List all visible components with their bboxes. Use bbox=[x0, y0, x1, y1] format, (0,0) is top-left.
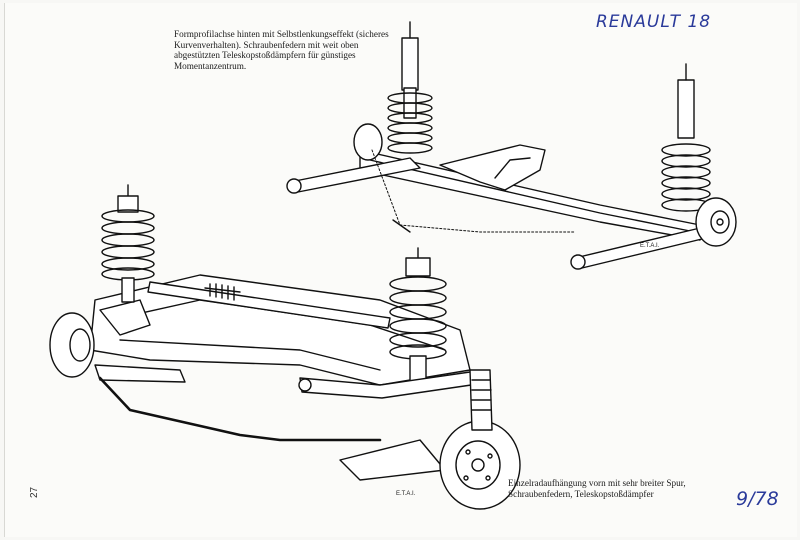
front-axle-caption: Einzelradaufhängung vorn mit sehr breite… bbox=[508, 478, 686, 499]
handwritten-title: RENAULT 18 bbox=[596, 12, 712, 32]
rear-left-spring bbox=[387, 92, 433, 154]
handwritten-date: 9/78 bbox=[736, 488, 779, 510]
front-drawing-stamp: E.T.A.I. bbox=[396, 491, 416, 497]
page-number: 27 bbox=[29, 486, 40, 498]
rear-drawing-stamp: E.T.A.I. bbox=[640, 243, 660, 249]
front-left-spring bbox=[101, 209, 155, 281]
rear-axle-drawing bbox=[286, 21, 737, 270]
front-right-spring bbox=[389, 276, 447, 360]
rear-right-spring bbox=[661, 143, 711, 212]
rear-axle-caption: Formprofilachse hinten mit Selbstlenkung… bbox=[174, 29, 389, 71]
front-axle-drawing bbox=[49, 184, 521, 510]
